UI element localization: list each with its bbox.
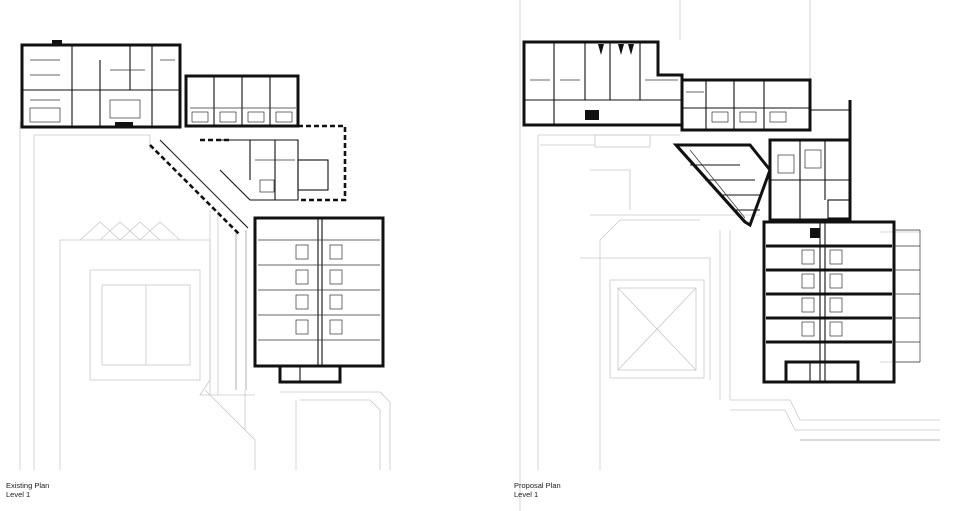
- existing-north-wing: [20, 40, 182, 129]
- existing-plan-panel: Existing Plan Level 1: [6, 40, 391, 499]
- existing-south-wing: [253, 216, 385, 384]
- proposal-plan-level: Level 1: [514, 490, 539, 499]
- existing-diagonal-link: [149, 139, 249, 236]
- proposal-plan-title: Proposal Plan: [514, 481, 561, 490]
- existing-site-context: [19, 122, 391, 470]
- proposal-plan-panel: Proposal Plan Level 1: [480, 0, 960, 511]
- proposal-plan-caption: Proposal Plan Level 1: [514, 481, 561, 499]
- existing-plan-title: Existing Plan: [6, 481, 50, 490]
- existing-middle-wing: [184, 74, 300, 128]
- proposal-site-context: [519, 0, 940, 511]
- proposal-north-wing: [522, 40, 684, 127]
- proposal-diagonal-wing: [672, 143, 772, 228]
- proposal-south-wing: [762, 220, 921, 384]
- proposal-middle-wing: [680, 78, 812, 132]
- proposal-east-connector: [768, 100, 852, 222]
- proposal-floor-plan-drawing: [519, 0, 940, 511]
- existing-floor-plan-drawing: [19, 40, 391, 470]
- existing-plan-caption: Existing Plan Level 1: [6, 481, 49, 499]
- existing-plan-level: Level 1: [6, 490, 31, 499]
- existing-central-block: [200, 124, 347, 202]
